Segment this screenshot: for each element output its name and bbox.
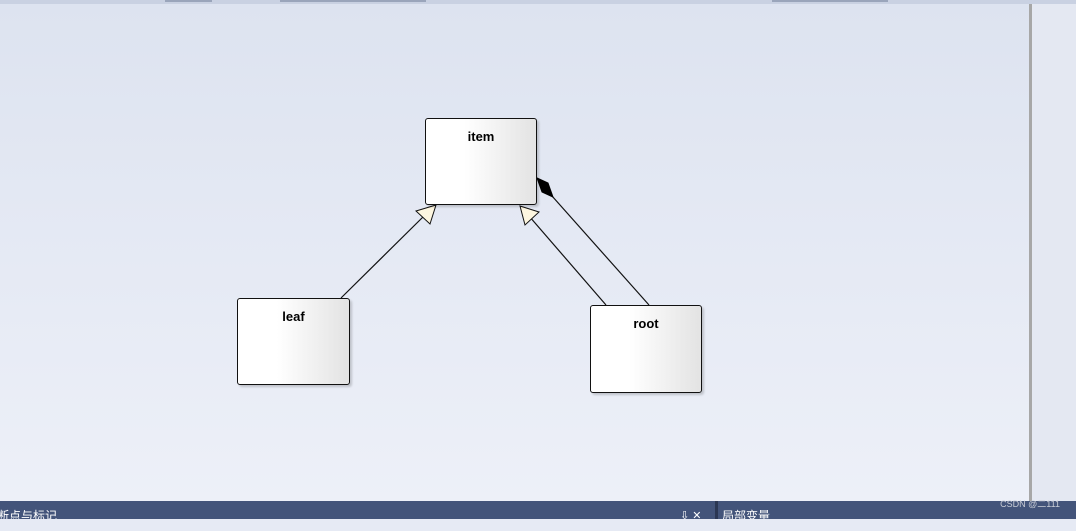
composition-diamond bbox=[536, 177, 554, 198]
right-side-pane bbox=[1032, 4, 1076, 501]
class-name: root bbox=[633, 316, 659, 331]
breakpoints-panel-title[interactable]: 断点与标记 bbox=[0, 509, 58, 519]
class-name: leaf bbox=[282, 309, 305, 324]
generalization-arrowhead-root-item bbox=[519, 205, 540, 226]
class-node-root[interactable]: root bbox=[590, 305, 702, 393]
panel-separator[interactable] bbox=[715, 501, 718, 519]
locals-panel-title[interactable]: 局部变量 bbox=[722, 509, 771, 519]
diagram-canvas[interactable] bbox=[0, 4, 1030, 501]
generalization-line-root-item[interactable] bbox=[528, 215, 607, 306]
tab-indicator[interactable] bbox=[165, 0, 212, 2]
tab-indicator[interactable] bbox=[280, 0, 426, 2]
top-tab-strip bbox=[0, 0, 1076, 4]
bottom-panel-bar: 断点与标记 ⇩ ✕ 局部变量 bbox=[0, 501, 1076, 522]
class-node-item[interactable]: item bbox=[425, 118, 537, 205]
panel-pin-close-icon[interactable]: ⇩ ✕ bbox=[680, 510, 702, 522]
watermark: CSDN @二111 bbox=[1000, 499, 1060, 509]
tab-indicator[interactable] bbox=[772, 0, 888, 2]
composition-line-root-item[interactable] bbox=[551, 195, 650, 306]
class-node-leaf[interactable]: leaf bbox=[237, 298, 350, 385]
pane-splitter[interactable] bbox=[1029, 4, 1032, 501]
class-name: item bbox=[467, 129, 495, 144]
connector-layer bbox=[340, 177, 650, 306]
generalization-arrowhead-leaf-item bbox=[415, 204, 437, 225]
generalization-line-leaf-item[interactable] bbox=[340, 213, 427, 299]
